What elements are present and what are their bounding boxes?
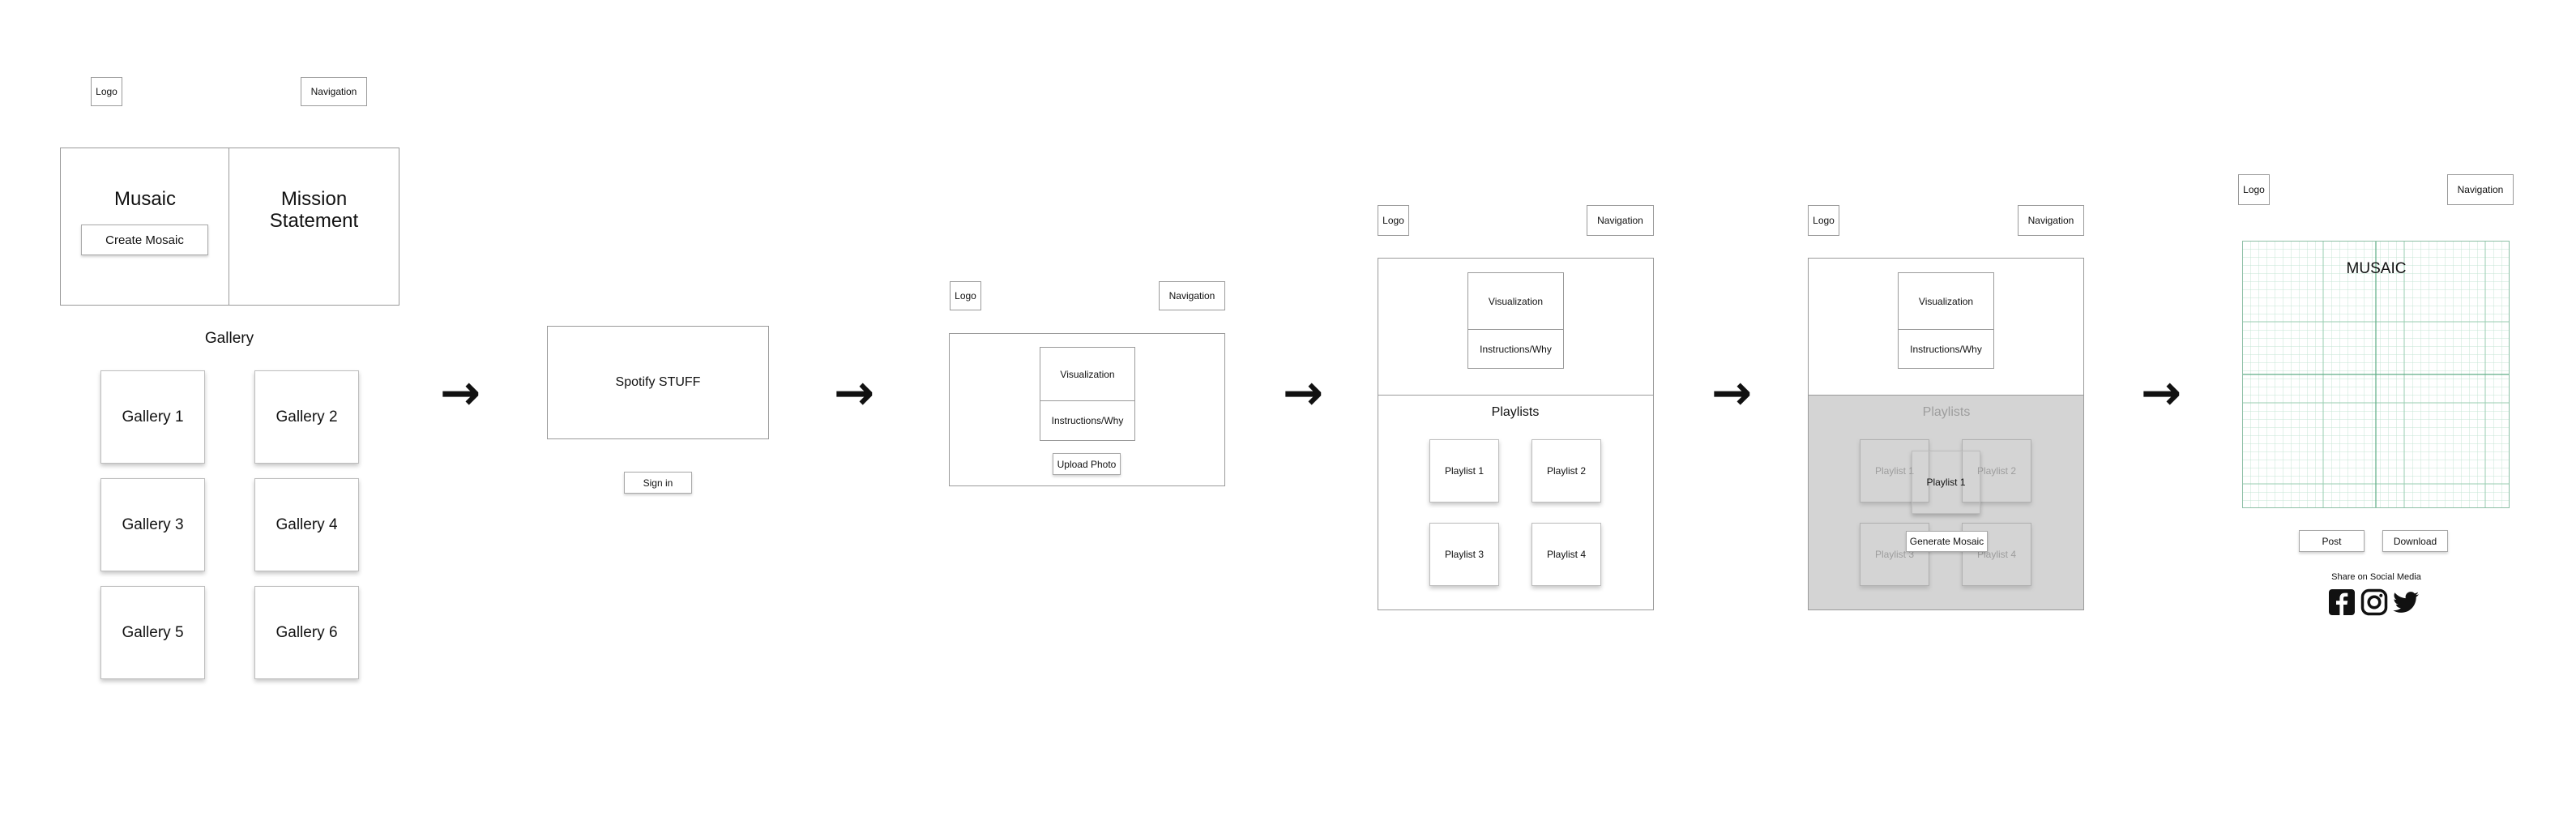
mosaic-grid: [2242, 241, 2510, 508]
flow-arrow-4: →: [1711, 365, 1753, 421]
s1-hero-right: [229, 148, 399, 306]
s6-logo[interactable]: Logo: [2238, 174, 2270, 205]
post-button[interactable]: Post: [2299, 530, 2365, 552]
instagram-icon[interactable]: [2360, 588, 2388, 616]
flow-arrow-1: →: [439, 365, 481, 421]
playlist-card: Playlist 3: [1860, 523, 1929, 586]
gallery-item[interactable]: Gallery 2: [254, 370, 359, 464]
facebook-icon[interactable]: [2328, 588, 2356, 616]
gallery-item[interactable]: Gallery 6: [254, 586, 359, 679]
gallery-item[interactable]: Gallery 3: [100, 478, 205, 571]
flow-arrow-5: →: [2140, 365, 2182, 421]
s2-spotify-panel: Spotify STUFF: [547, 326, 769, 439]
s6-mosaic-title: MUSAIC: [2346, 260, 2407, 277]
s1-mission-statement: Mission Statement: [269, 188, 359, 232]
s4-instructions: Instructions/Why: [1467, 329, 1564, 369]
playlist-card[interactable]: Playlist 4: [1532, 523, 1601, 586]
playlist-card[interactable]: Playlist 2: [1532, 439, 1601, 503]
s5-logo[interactable]: Logo: [1808, 205, 1839, 236]
twitter-icon[interactable]: [2391, 588, 2420, 616]
s1-navigation[interactable]: Navigation: [301, 77, 367, 106]
download-button[interactable]: Download: [2382, 530, 2448, 552]
flow-arrow-2: →: [833, 365, 875, 421]
s1-gallery-heading: Gallery: [204, 330, 254, 347]
s5-instructions: Instructions/Why: [1898, 329, 1994, 369]
s5-playlists-heading: Playlists: [1922, 405, 1971, 419]
s5-navigation[interactable]: Navigation: [2018, 205, 2084, 236]
s3-logo[interactable]: Logo: [950, 281, 981, 310]
playlist-card: Playlist 1: [1860, 439, 1929, 503]
s5-modal-overlay: [1809, 396, 2083, 609]
s4-playlists-heading: Playlists: [1491, 405, 1540, 419]
playlist-card: Playlist 2: [1962, 439, 2031, 503]
upload-photo-button[interactable]: Upload Photo: [1053, 453, 1121, 475]
s4-visualization: Visualization: [1467, 272, 1564, 331]
s3-instructions: Instructions/Why: [1040, 400, 1135, 441]
generate-mosaic-button[interactable]: Generate Mosaic: [1906, 531, 1988, 552]
s4-logo[interactable]: Logo: [1378, 205, 1409, 236]
s3-visualization: Visualization: [1040, 347, 1135, 402]
s6-navigation[interactable]: Navigation: [2447, 174, 2514, 205]
playlist-card[interactable]: Playlist 1: [1429, 439, 1499, 503]
flow-arrow-3: →: [1282, 365, 1324, 421]
gallery-item[interactable]: Gallery 5: [100, 586, 205, 679]
s1-logo[interactable]: Logo: [91, 77, 122, 106]
selected-playlist-card[interactable]: Playlist 1: [1912, 451, 1980, 514]
s5-divider: [1808, 395, 2084, 396]
s6-share-label: Share on Social Media: [2331, 572, 2421, 582]
create-mosaic-button[interactable]: Create Mosaic: [81, 225, 208, 255]
playlist-card[interactable]: Playlist 3: [1429, 523, 1499, 586]
s1-title: Musaic: [113, 188, 177, 210]
s5-visualization: Visualization: [1898, 272, 1994, 331]
gallery-item[interactable]: Gallery 4: [254, 478, 359, 571]
s3-navigation[interactable]: Navigation: [1159, 281, 1225, 310]
s4-divider: [1378, 395, 1654, 396]
gallery-item[interactable]: Gallery 1: [100, 370, 205, 464]
sign-in-button[interactable]: Sign in: [624, 472, 692, 494]
s4-navigation[interactable]: Navigation: [1587, 205, 1654, 236]
